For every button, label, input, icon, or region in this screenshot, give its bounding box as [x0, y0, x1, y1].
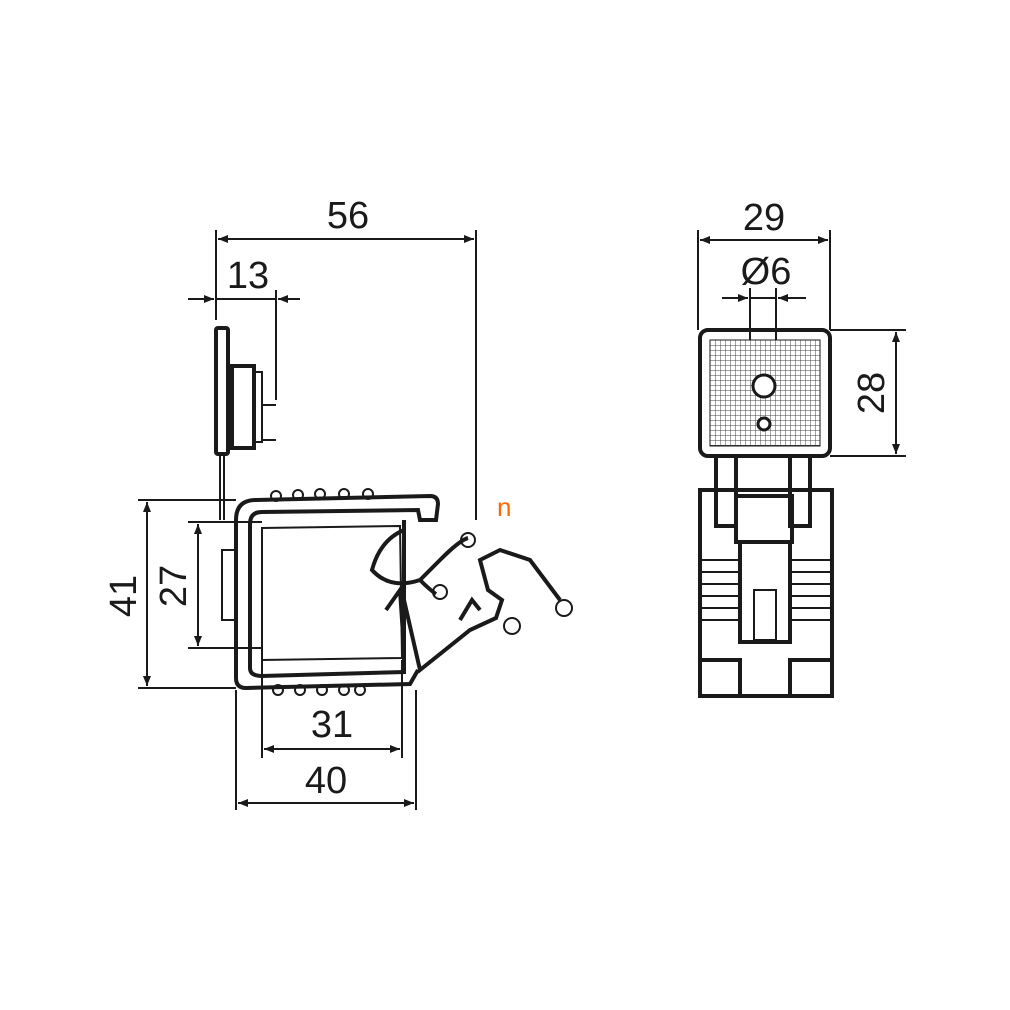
dimension-31: 31: [261, 660, 403, 758]
side-view: 56 13: [103, 195, 573, 810]
svg-text:27: 27: [153, 565, 195, 607]
clamp-front: [698, 454, 834, 698]
clamp-body: [221, 488, 573, 696]
dimension-41: 41: [103, 499, 236, 689]
dimension-13: 13: [188, 255, 300, 400]
dimension-56: 56: [215, 195, 477, 520]
ribs-top: [270, 488, 374, 502]
svg-text:31: 31: [311, 704, 353, 746]
ribs-bottom: [272, 684, 366, 696]
svg-text:41: 41: [103, 575, 145, 617]
svg-text:29: 29: [743, 197, 785, 239]
svg-text:13: 13: [227, 255, 269, 297]
side-ribs: [700, 559, 832, 621]
dimension-28: 28: [830, 329, 906, 457]
mounting-plate: [214, 326, 276, 520]
dimension-27: 27: [153, 521, 262, 649]
dimension-40: 40: [235, 690, 417, 810]
svg-text:Ø6: Ø6: [741, 251, 792, 293]
svg-text:40: 40: [305, 760, 347, 802]
mounting-plate-front: [698, 328, 832, 458]
svg-text:56: 56: [327, 195, 369, 237]
svg-text:28: 28: [851, 372, 893, 414]
front-view: 29 Ø6 28: [697, 197, 906, 698]
orange-marker: n: [497, 492, 511, 522]
dimension-29: 29: [697, 197, 831, 330]
